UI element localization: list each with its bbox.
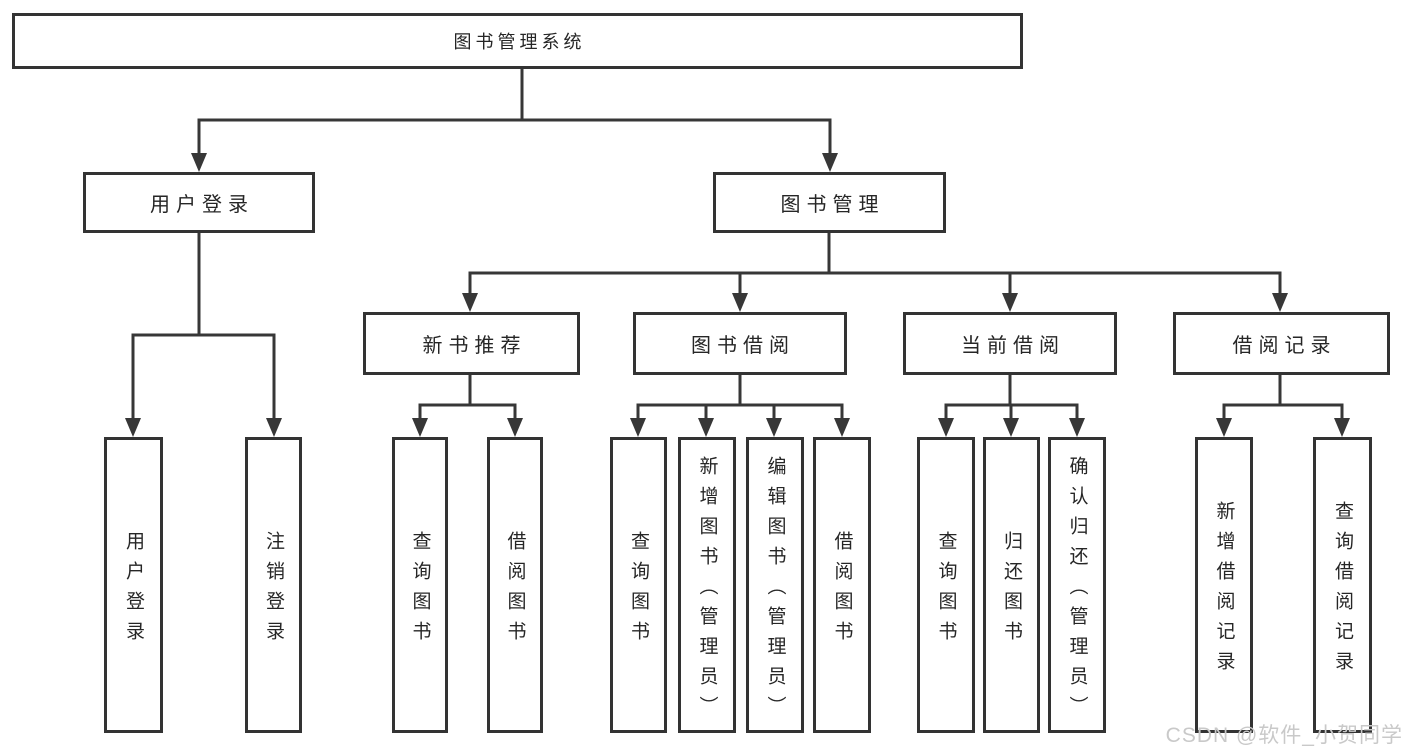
node-book-borrow: 图书借阅 (633, 312, 847, 375)
node-label: 查询图书 (409, 530, 431, 651)
node-label: 归还图书 (1001, 530, 1022, 651)
connector-book-borrow-to-leaves (630, 373, 850, 437)
leaf-borrow-add-books-admin: 新增图书（管理员） (678, 437, 736, 733)
leaf-records-add-borrow-record: 新增借阅记录 (1195, 437, 1253, 733)
leaf-newbook-borrow-books: 借阅图书 (487, 437, 543, 733)
leaf-logout: 注销登录 (245, 437, 302, 733)
connector-borrow-records-to-leaves (1216, 373, 1350, 437)
leaf-records-query-borrow-record: 查询借阅记录 (1313, 437, 1372, 733)
node-label: 用户登录 (150, 194, 254, 216)
leaf-borrow-edit-books-admin: 编辑图书（管理员） (746, 437, 804, 733)
node-label: 图书借阅 (691, 335, 795, 357)
node-label: 新增图书（管理员） (696, 455, 718, 726)
node-label: 借阅图书 (504, 530, 526, 651)
node-current-borrow: 当前借阅 (903, 312, 1117, 375)
node-label: 用户登录 (123, 530, 144, 651)
leaf-user-login: 用户登录 (104, 437, 163, 733)
connector-current-borrow-to-leaves (938, 373, 1085, 437)
connector-book-management-to-level3 (462, 231, 1288, 312)
leaf-current-query-books: 查询图书 (917, 437, 975, 733)
node-label: 查询借阅记录 (1332, 500, 1353, 681)
node-label: 注销登录 (263, 530, 284, 651)
leaf-current-confirm-return-admin: 确认归还（管理员） (1048, 437, 1106, 733)
node-borrow-records: 借阅记录 (1173, 312, 1390, 375)
leaf-borrow-query-books: 查询图书 (610, 437, 667, 733)
leaf-borrow-borrow-books: 借阅图书 (813, 437, 871, 733)
node-label: 查询图书 (935, 530, 957, 651)
connector-root-to-level2 (191, 66, 838, 172)
node-label: 借阅图书 (831, 530, 853, 651)
node-label: 确认归还（管理员） (1066, 455, 1088, 726)
csdn-watermark: CSDN @软件_小贺同学 (1165, 724, 1403, 747)
leaf-newbook-query-books: 查询图书 (392, 437, 448, 733)
leaf-current-return-books: 归还图书 (983, 437, 1040, 733)
node-label: 编辑图书（管理员） (764, 455, 786, 726)
node-label: 新书推荐 (422, 335, 527, 357)
node-label: 借阅记录 (1232, 335, 1337, 357)
connector-user-login-to-leaves (125, 231, 282, 437)
node-library-management-system: 图书管理系统 (12, 13, 1023, 69)
node-label: 查询图书 (628, 530, 649, 651)
node-label: 当前借阅 (961, 335, 1065, 357)
connector-new-book-to-leaves (412, 373, 523, 437)
node-label: 图书管理系统 (453, 32, 586, 52)
node-user-login: 用户登录 (83, 172, 315, 233)
node-book-management: 图书管理 (713, 172, 946, 233)
node-label: 新增借阅记录 (1213, 500, 1235, 681)
node-new-book-recommend: 新书推荐 (363, 312, 580, 375)
node-label: 图书管理 (780, 194, 885, 216)
